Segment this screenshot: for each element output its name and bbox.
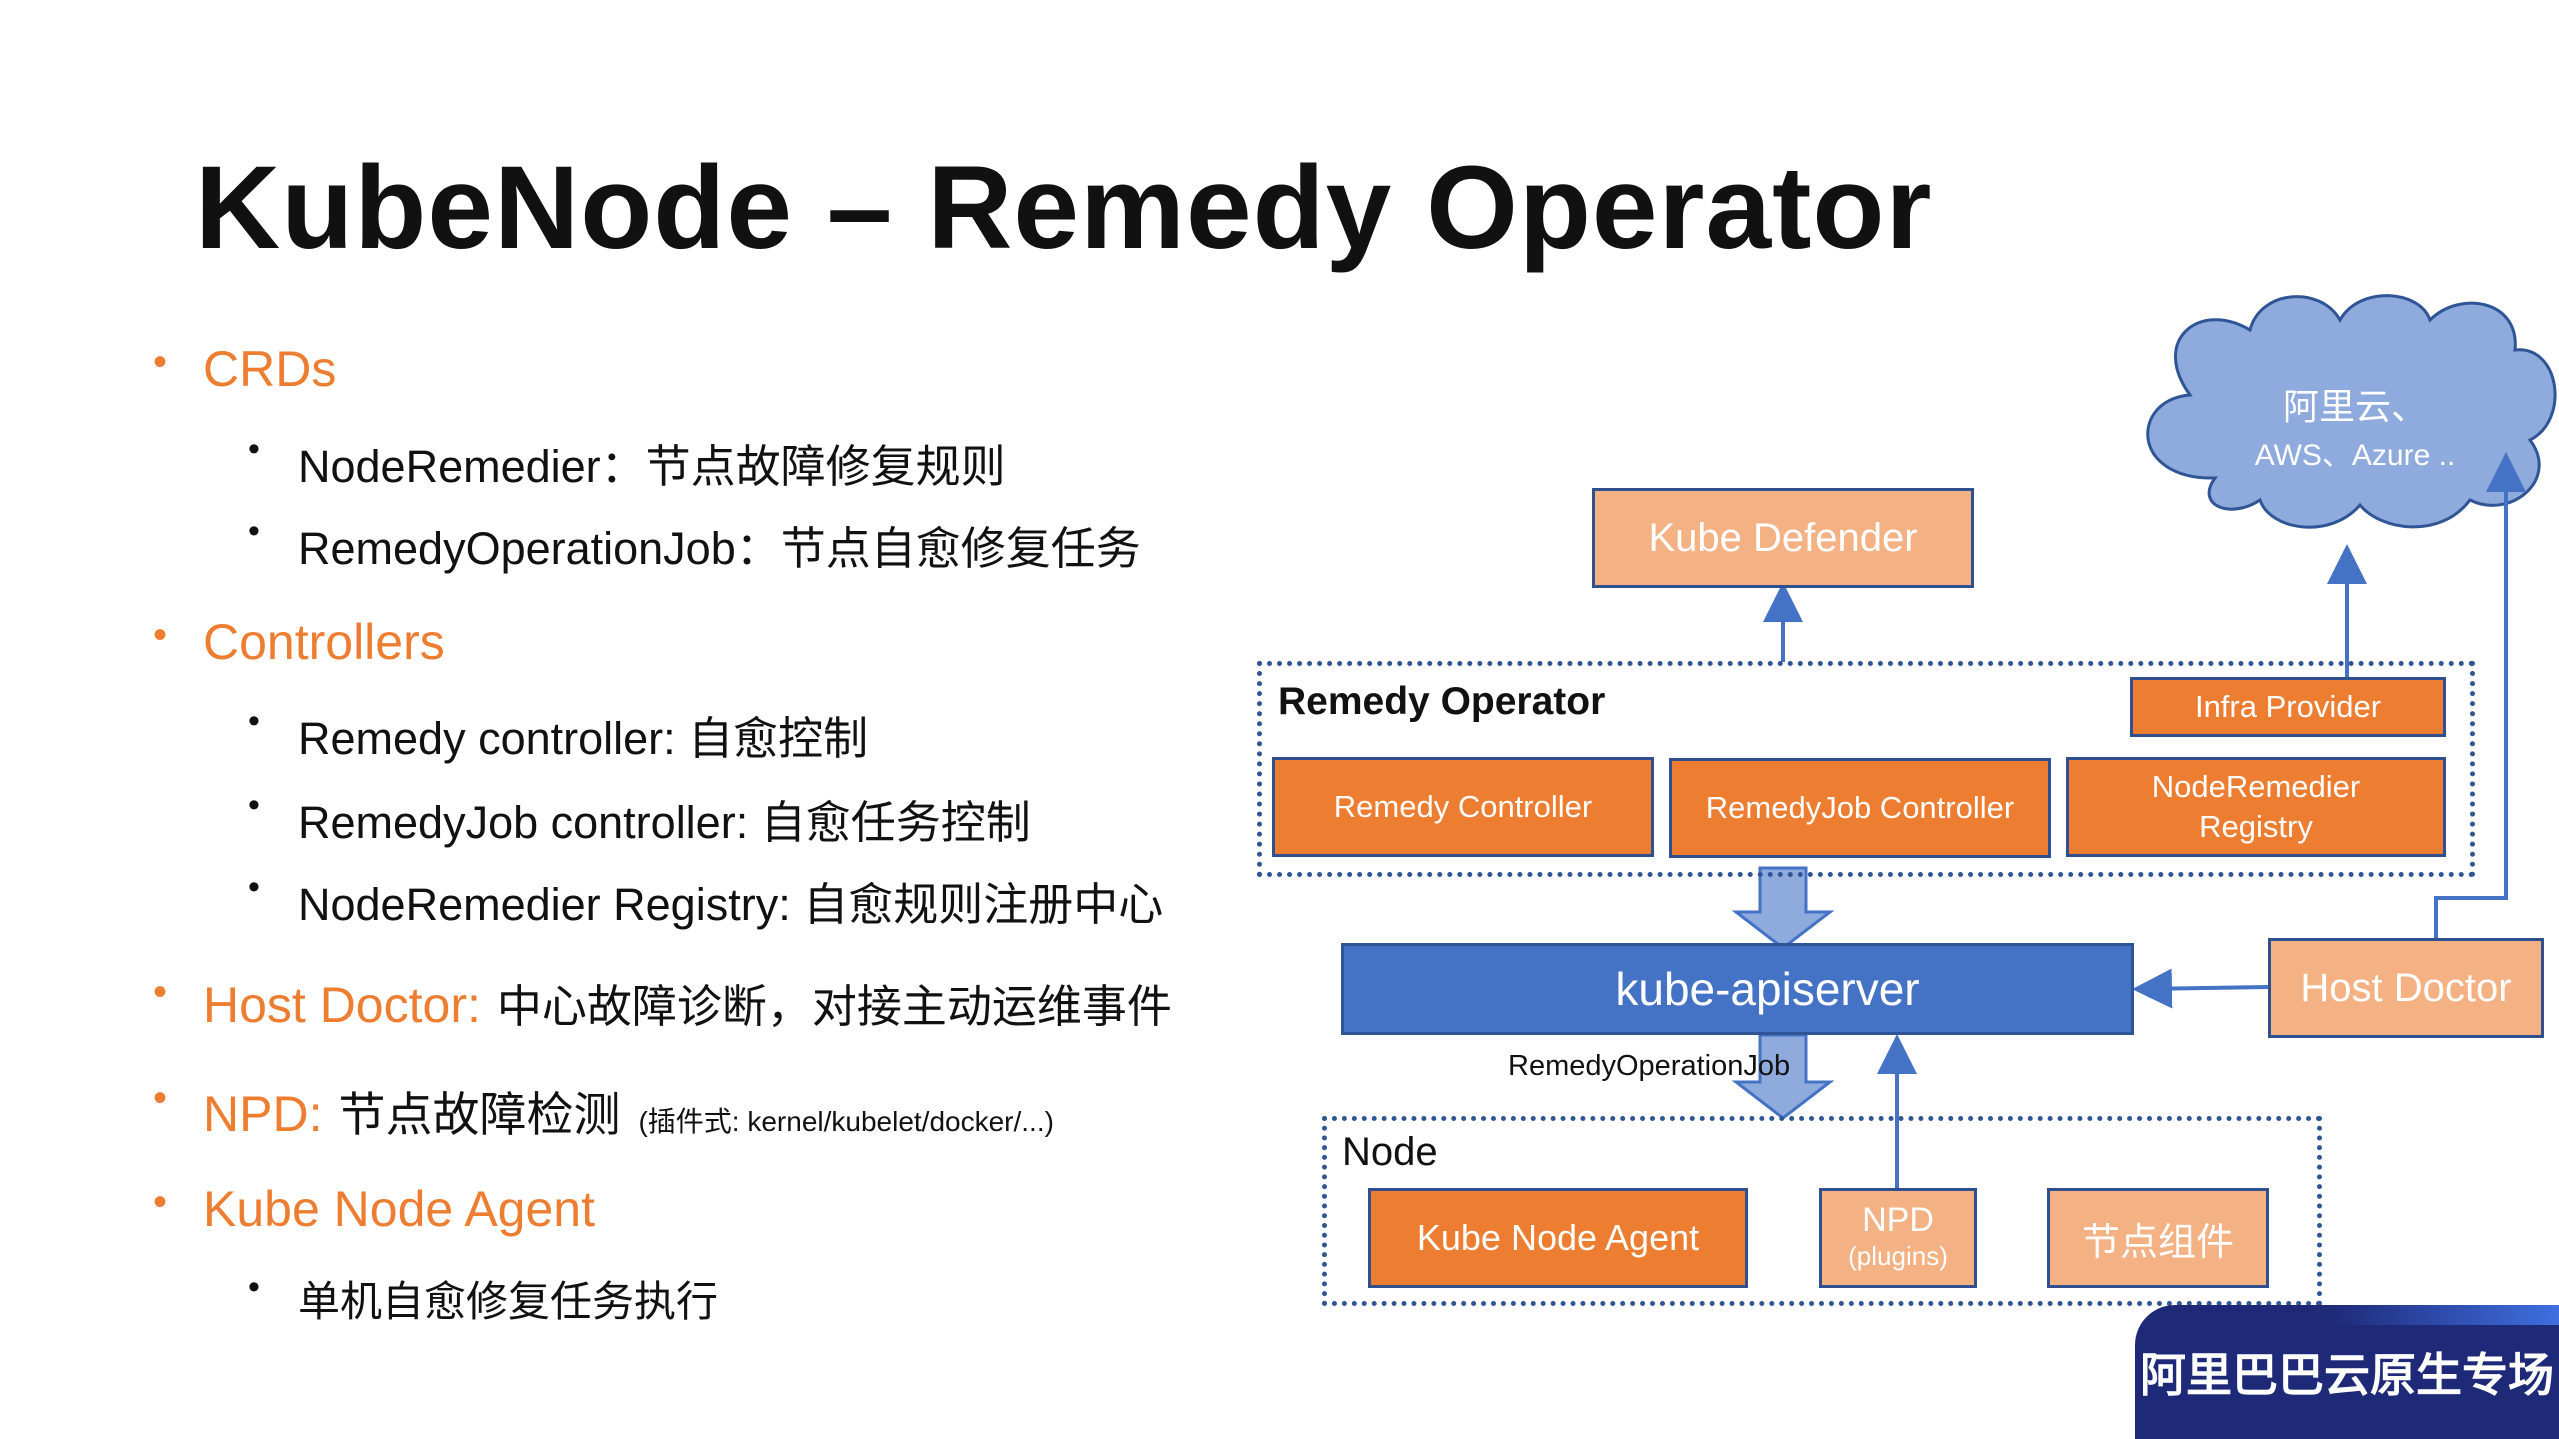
bullet-crd-node-remedier: • NodeRemedier：节点故障修复规则 bbox=[248, 430, 1006, 492]
bullet-npd: • NPD: 节点故障检测 (插件式: kernel/kubelet/docke… bbox=[153, 1076, 1054, 1142]
bullet-agent: • Kube Node Agent bbox=[153, 1180, 595, 1237]
bullet-host-doctor: • Host Doctor: 中心故障诊断，对接主动运维事件 bbox=[153, 970, 1172, 1033]
kube-node-agent-box: Kube Node Agent bbox=[1368, 1188, 1748, 1288]
event-badge: 阿里巴巴云原生专场 bbox=[2135, 1305, 2559, 1439]
node-remedier-registry-box: NodeRemedier Registry bbox=[2066, 757, 2446, 857]
node-components-box: 节点组件 bbox=[2047, 1188, 2269, 1288]
bullet-crd-remedy-job: • RemedyOperationJob：节点自愈修复任务 bbox=[248, 512, 1141, 574]
arrow-hostdoctor-to-cloud bbox=[2434, 452, 2526, 938]
badge-accent-stripe bbox=[2330, 1305, 2559, 1325]
cloud-label-1: 阿里云、 bbox=[2282, 386, 2427, 427]
remedy-operation-job-label: RemedyOperationJob bbox=[1508, 1050, 1791, 1082]
remedy-operator-label: Remedy Operator bbox=[1278, 680, 1606, 723]
cloud-label-2: AWS、Azure .. bbox=[2254, 439, 2456, 472]
bullet-controllers: • Controllers bbox=[153, 613, 445, 670]
remedy-controller-box: Remedy Controller bbox=[1272, 757, 1654, 857]
bullet-ctrl-remedy: • Remedy controller: 自愈控制 bbox=[248, 702, 869, 764]
npd-plugins-box: NPD (plugins) bbox=[1819, 1188, 1977, 1288]
bullet-text: CRDs bbox=[203, 341, 337, 397]
remedyjob-controller-box: RemedyJob Controller bbox=[1669, 758, 2051, 858]
bullet-dot: • bbox=[153, 340, 168, 384]
bullet-ctrl-remedyjob: • RemedyJob controller: 自愈任务控制 bbox=[248, 786, 1031, 848]
bullet-crds: • CRDs bbox=[153, 340, 337, 398]
node-label: Node bbox=[1342, 1130, 1438, 1174]
kube-defender-label: Kube Defender bbox=[1648, 515, 1918, 560]
bullet-agent-desc: • 单机自愈修复任务执行 bbox=[248, 1268, 719, 1325]
arrow-hostdoctor-to-apiserver bbox=[2132, 968, 2269, 1009]
block-arrow-apiserver-to-node bbox=[1731, 1033, 1835, 1120]
host-doctor-box: Host Doctor bbox=[2268, 938, 2544, 1038]
page-title: KubeNode – Remedy Operator bbox=[195, 142, 1933, 274]
kube-defender-box: Kube Defender bbox=[1592, 488, 1974, 588]
kube-apiserver-box: kube-apiserver bbox=[1341, 943, 2134, 1035]
bullet-ctrl-registry: • NodeRemedier Registry: 自愈规则注册中心 bbox=[248, 868, 1164, 930]
remedy-operator-container bbox=[1257, 661, 2475, 877]
cloud-shape bbox=[2146, 294, 2557, 529]
node-container bbox=[1322, 1116, 2322, 1306]
block-arrow-operator-to-apiserver bbox=[1731, 866, 1835, 950]
infra-provider-box: Infra Provider bbox=[2130, 677, 2446, 737]
